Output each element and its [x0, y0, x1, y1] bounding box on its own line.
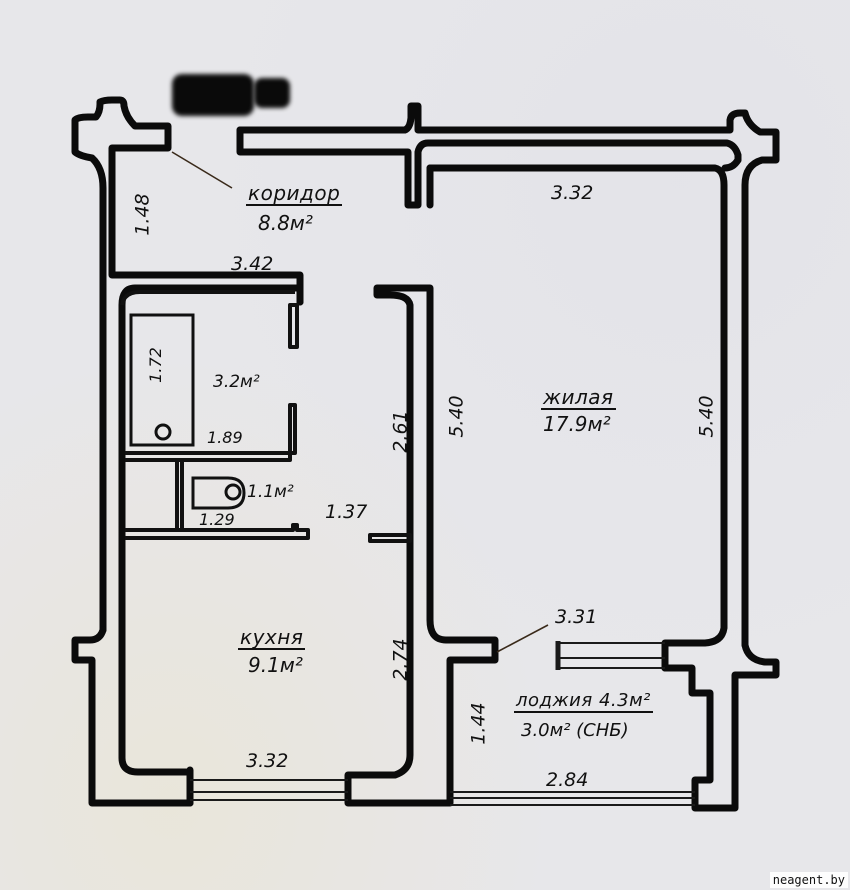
room-area-kitchen: 9.1м²: [248, 653, 303, 677]
dim-living-width: 3.32: [551, 182, 594, 204]
kitchen-window: [190, 779, 348, 801]
room-area-bathroom: 3.2м²: [213, 372, 260, 392]
redacted-mark: [172, 74, 254, 116]
loggia-window-leader-line: [496, 624, 549, 653]
wall-partition: [344, 284, 499, 807]
dim-hall-length: 2.61: [389, 410, 412, 453]
dim-toilet-width: 1.29: [199, 510, 235, 529]
room-area-living: 17.9м²: [543, 412, 611, 436]
redacted-mark-2: [254, 78, 290, 108]
dim-loggia-height: 1.44: [467, 702, 490, 745]
room-label-kitchen: кухня: [238, 625, 306, 650]
dim-living-left-height: 5.40: [445, 395, 468, 438]
watermark: neagent.by: [769, 872, 848, 888]
dim-kitchen-height: 2.74: [389, 638, 412, 681]
living-balcony-door: [555, 641, 665, 670]
room-label-corridor: коридор: [246, 181, 343, 206]
room-area-loggia-snb: 3.0м² (СНБ): [521, 720, 629, 741]
wall-bath-top: [120, 290, 295, 306]
dim-kitchen-width: 3.32: [246, 750, 289, 772]
wall-toilet-bottom: [125, 523, 310, 540]
dim-living-right-height: 5.40: [695, 395, 718, 438]
dim-corridor-width: 3.42: [231, 253, 274, 275]
bathtub-icon: [129, 313, 195, 447]
wall-kitchen-inner: [118, 284, 304, 807]
room-area-toilet: 1.1м²: [247, 482, 294, 502]
dim-bath-width: 1.89: [207, 428, 243, 447]
toilet-partition: [175, 458, 184, 532]
wall-left-outer-upper: [71, 144, 107, 634]
room-label-living: жилая: [541, 385, 616, 410]
toilet-bowl-icon: [191, 476, 246, 510]
wall-top-left: [71, 96, 304, 306]
dim-bath-length: 1.72: [145, 347, 165, 383]
corridor-leader-line: [171, 151, 233, 189]
loggia-window-bottom: [450, 791, 695, 806]
wall-right-outer: [661, 641, 780, 812]
room-label-loggia: лоджия 4.3м²: [514, 692, 653, 713]
dim-corridor-height: 1.48: [131, 193, 154, 236]
wall-top-outer: [236, 102, 780, 649]
dim-loggia-width: 2.84: [546, 769, 589, 791]
wall-top: [236, 126, 742, 209]
loggia-area: 4.3м²: [598, 690, 651, 711]
toilet-hole-icon: [224, 483, 242, 501]
bathtub-drain-icon: [154, 423, 172, 441]
wall-living-right: [426, 156, 742, 672]
wall-left-outer: [71, 626, 194, 807]
dim-loggia-window-width: 3.31: [555, 606, 598, 628]
bath-door-jamb-upper: [288, 303, 299, 349]
hall-door-jamb: [368, 533, 412, 543]
loggia-name: лоджия: [516, 690, 593, 711]
room-area-corridor: 8.8м²: [258, 211, 313, 235]
wall-bath-bottom: [125, 403, 297, 462]
dim-hall-door-width: 1.37: [325, 501, 368, 523]
